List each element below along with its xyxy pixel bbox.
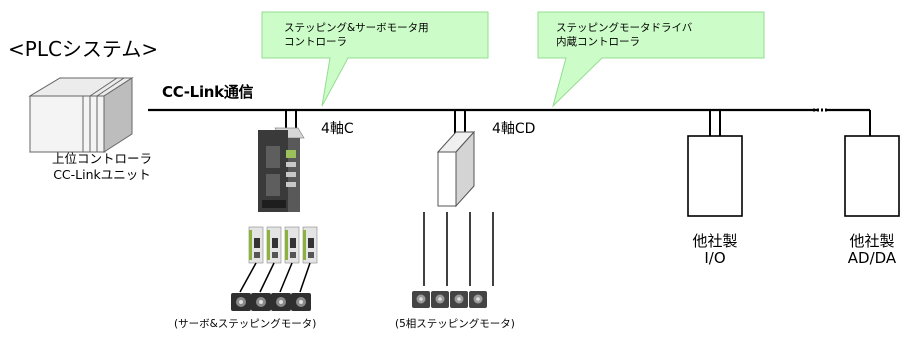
five-phase-stepping-motors bbox=[412, 291, 487, 308]
callout-4c-line2: コントローラ bbox=[284, 36, 347, 49]
plc-unit bbox=[28, 77, 134, 153]
adda-label-line2: AD/DA bbox=[847, 249, 897, 268]
callout-4cd-line2: 内蔵コントローラ bbox=[556, 36, 640, 49]
plc-caption: 上位コントローラ CC-Linkユニット bbox=[32, 151, 172, 184]
controller-4cd-device bbox=[436, 130, 476, 208]
drop-4c bbox=[285, 110, 297, 128]
io-device-box bbox=[687, 135, 743, 217]
adda-label: 他社製 AD/DA bbox=[832, 232, 912, 268]
axis-4cd-label: 4軸CD bbox=[492, 121, 536, 137]
callout-4c-line1: ステッピング&サーボモータ用 bbox=[284, 22, 429, 34]
io-label: 他社製 I/O bbox=[680, 232, 750, 268]
plc-caption-line2: CC-Linkユニット bbox=[53, 167, 151, 183]
motor-caption-4cd: (5相ステッピングモータ) bbox=[395, 318, 515, 330]
plc-caption-line1: 上位コントローラ bbox=[51, 151, 152, 166]
io-label-line2: I/O bbox=[704, 249, 726, 268]
motor-caption-4c: (サーボ&ステッピングモータ) bbox=[174, 318, 317, 330]
callout-4c-text: ステッピング&サーボモータ用 コントローラ bbox=[284, 21, 429, 49]
io-label-line1: 他社製 bbox=[692, 232, 738, 250]
callout-shape-4cd bbox=[537, 11, 765, 108]
callout-4cd-line1: ステッピングモータドライバ bbox=[556, 22, 693, 34]
axis-4c-label: 4軸C bbox=[321, 121, 354, 137]
controller-4c-device bbox=[258, 127, 305, 212]
motor-cables-4c bbox=[239, 262, 311, 293]
drop-io bbox=[709, 110, 721, 136]
adda-device-box bbox=[844, 135, 900, 217]
callout-4cd-text: ステッピングモータドライバ 内蔵コントローラ bbox=[556, 21, 692, 49]
callout-shape-4c bbox=[261, 11, 489, 107]
cc-link-label: CC-Link通信 bbox=[162, 83, 254, 101]
servo-drivers bbox=[248, 226, 318, 264]
servo-stepping-motors bbox=[231, 293, 311, 311]
bus-dotted-segment bbox=[813, 108, 827, 112]
motor-cables-4cd bbox=[423, 212, 494, 286]
adda-label-line1: 他社製 bbox=[849, 232, 895, 250]
page-title: <PLCシステム> bbox=[8, 37, 159, 61]
